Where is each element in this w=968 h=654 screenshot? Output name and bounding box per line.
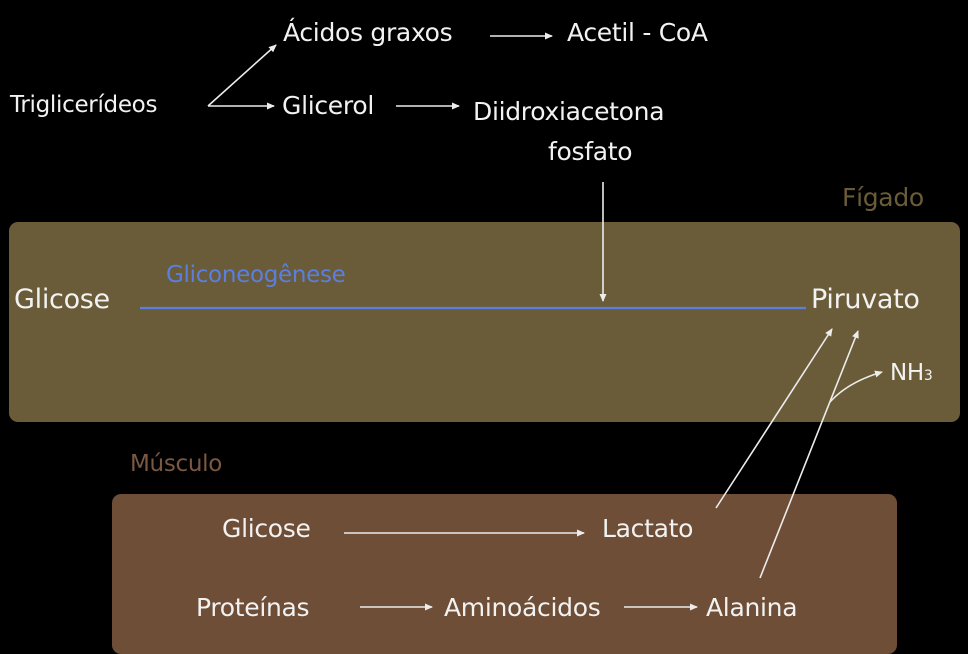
nh3-subscript: 3	[923, 368, 933, 384]
liver-compartment	[9, 222, 960, 422]
alanine-label: Alanina	[706, 593, 798, 622]
nh3-label: NH3	[890, 362, 933, 385]
triglycerides-label: Triglicerídeos	[10, 92, 158, 118]
arrow-triglycerides-to-fatty-acids	[207, 44, 277, 107]
liver-title: Fígado	[842, 183, 924, 212]
amino-acids-label: Aminoácidos	[444, 593, 601, 622]
arrow-alanine-to-pyruvate	[759, 330, 859, 579]
dhap-label-line1: Diidroxiacetona	[473, 97, 665, 126]
arrow-lactate-to-pyruvate	[715, 328, 833, 509]
proteins-label: Proteínas	[196, 593, 310, 622]
gluconeogenesis-label: Gliconeogênese	[166, 262, 346, 288]
liver-glucose-label: Glicose	[14, 284, 110, 315]
nh3-text: NH	[890, 360, 924, 386]
muscle-compartment	[112, 494, 897, 654]
arrow-alanine-to-nh3	[829, 370, 883, 403]
lactate-label: Lactato	[602, 514, 694, 543]
acetyl-coa-label: Acetil - CoA	[567, 18, 708, 47]
fatty-acids-label: Ácidos graxos	[283, 18, 453, 47]
glycerol-label: Glicerol	[282, 91, 374, 120]
dhap-label-line2: fosfato	[548, 137, 633, 166]
pyruvate-label: Piruvato	[811, 284, 920, 315]
muscle-title: Músculo	[130, 451, 222, 477]
muscle-glucose-label: Glicose	[222, 514, 311, 543]
